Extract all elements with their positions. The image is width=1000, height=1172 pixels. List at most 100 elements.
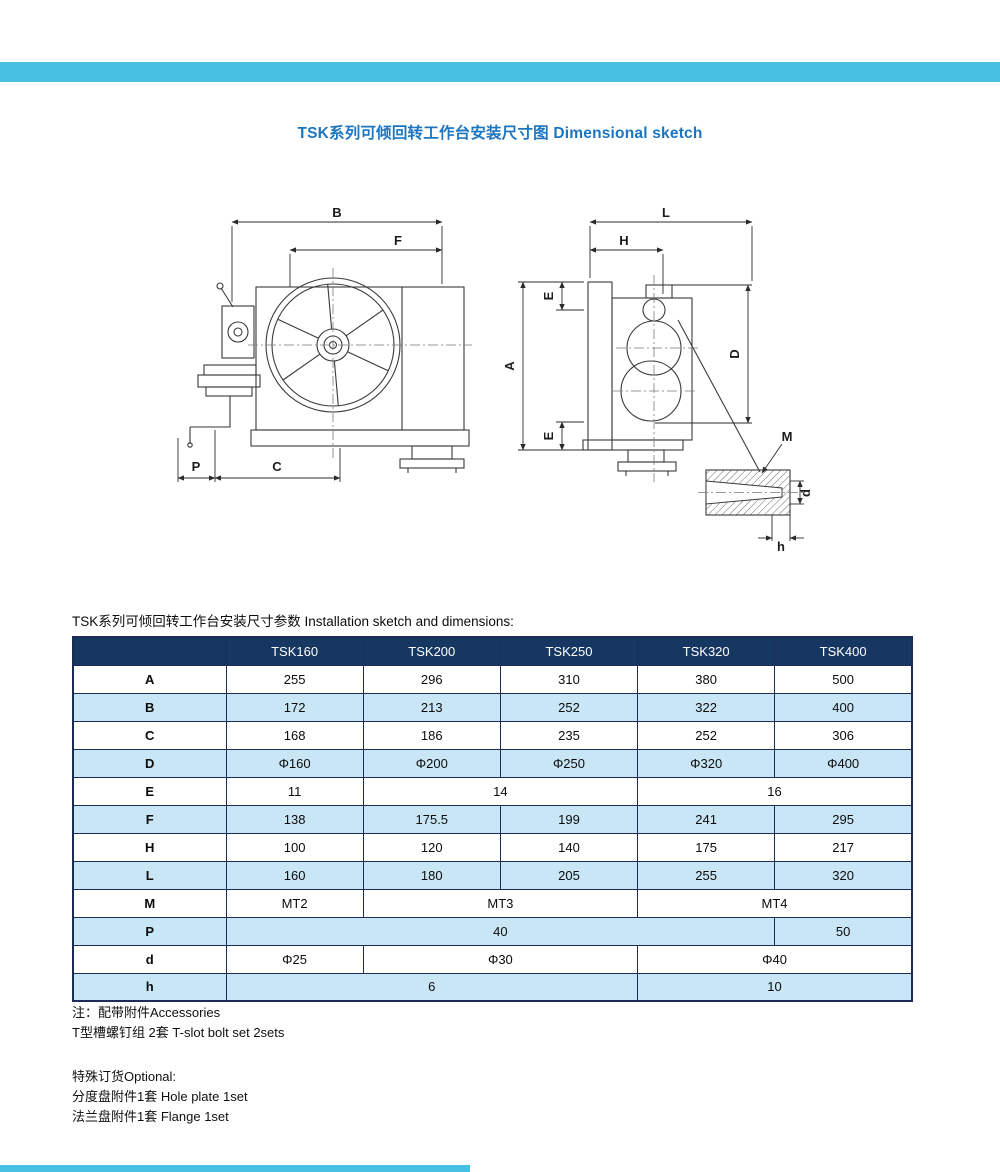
bottom-accent-bar (0, 1165, 470, 1172)
dim-value-cell: 500 (774, 664, 913, 694)
dim-value-cell: 11 (225, 776, 364, 806)
row-label-L: L (72, 860, 227, 890)
front-body (255, 286, 465, 431)
side-base (582, 439, 684, 476)
dim-label-e-bottom: E (541, 431, 556, 440)
dim-value-cell: 180 (362, 860, 501, 890)
handwheel (187, 282, 261, 448)
dim-label-f: F (394, 233, 402, 248)
row-label-F: F (72, 804, 227, 834)
dim-value-cell: 252 (637, 720, 776, 750)
taper-leader-line (677, 319, 761, 473)
dim-value-cell: 50 (774, 916, 913, 946)
dim-label-b: B (332, 205, 341, 220)
note-optional-item-2: 法兰盘附件1套 Flange 1set (72, 1109, 229, 1124)
dim-value-cell: 296 (362, 664, 501, 694)
column-header-tsk160: TSK160 (225, 636, 364, 666)
dim-value-cell: 400 (774, 692, 913, 722)
dim-value-cell: Φ320 (637, 748, 776, 778)
dim-value-cell: 310 (499, 664, 639, 694)
side-view-drawing (582, 281, 761, 476)
dim-value-cell: 175 (637, 832, 776, 862)
column-header-tsk400: TSK400 (774, 636, 913, 666)
dim-value-cell: 140 (499, 832, 639, 862)
note-optional-item-1: 分度盘附件1套 Hole plate 1set (72, 1089, 248, 1104)
dim-label-c: C (272, 459, 282, 474)
row-label-D: D (72, 748, 227, 778)
column-header-tsk200: TSK200 (362, 636, 501, 666)
table-caption: TSK系列可倾回转工作台安装尺寸参数 Installation sketch a… (72, 614, 514, 629)
dim-label-d-upper: D (727, 349, 742, 358)
dim-value-cell: Φ400 (774, 748, 913, 778)
row-label-M: M (72, 888, 227, 918)
dim-label-h-bottom: h (777, 539, 785, 554)
dim-value-cell: 160 (225, 860, 364, 890)
dim-value-cell: 255 (225, 664, 364, 694)
corner-cell (72, 636, 227, 666)
front-view-centerlines (248, 268, 472, 460)
notes-gap (72, 1043, 284, 1067)
dim-value-cell: 213 (362, 692, 501, 722)
dim-label-m: M (782, 429, 793, 444)
dim-value-cell: Φ40 (637, 944, 913, 974)
dimensional-sketch-svg: B F P C L H A E E D M d h (177, 205, 813, 554)
dim-value-cell: 199 (499, 804, 639, 834)
note-accessories-item: T型槽螺钉组 2套 T-slot bolt set 2sets (72, 1025, 285, 1040)
dim-value-cell: 235 (499, 720, 639, 750)
front-view-dimensions (177, 219, 443, 482)
dim-value-cell: 205 (499, 860, 639, 890)
dim-value-cell: 295 (774, 804, 913, 834)
dim-label-h-top: H (619, 233, 628, 248)
dim-value-cell: 217 (774, 832, 913, 862)
row-label-B: B (72, 692, 227, 722)
dim-value-cell: 175.5 (362, 804, 501, 834)
dim-label-l: L (662, 205, 670, 220)
dimensional-sketch: B F P C L H A E E D M d h (0, 190, 1000, 590)
dim-label-e-top: E (541, 291, 556, 300)
side-view-dimensions (518, 219, 783, 474)
dim-value-cell: 306 (774, 720, 913, 750)
dim-value-cell: 241 (637, 804, 776, 834)
dim-value-cell: MT3 (362, 888, 639, 918)
dim-value-cell: 40 (225, 916, 776, 946)
dim-value-cell: 10 (637, 972, 913, 1002)
row-label-C: C (72, 720, 227, 750)
dim-value-cell: 172 (225, 692, 364, 722)
row-label-d: d (72, 944, 227, 974)
dim-value-cell: MT2 (225, 888, 364, 918)
dim-value-cell: 380 (637, 664, 776, 694)
row-label-H: H (72, 832, 227, 862)
dim-value-cell: 16 (637, 776, 913, 806)
column-header-tsk320: TSK320 (637, 636, 776, 666)
row-label-A: A (72, 664, 227, 694)
row-label-P: P (72, 916, 227, 946)
dim-label-d-lower: d (798, 489, 813, 497)
dim-value-cell: Φ25 (225, 944, 364, 974)
side-table-plate (587, 281, 613, 451)
dim-value-cell: 186 (362, 720, 501, 750)
dim-value-cell: MT4 (637, 888, 913, 918)
dim-value-cell: 320 (774, 860, 913, 890)
dim-value-cell: 252 (499, 692, 639, 722)
page-title: TSK系列可倾回转工作台安装尺寸图 Dimensional sketch (297, 125, 703, 142)
dim-value-cell: Φ30 (362, 944, 639, 974)
dim-value-cell: Φ160 (225, 748, 364, 778)
taper-detail-drawing (698, 469, 806, 541)
dim-value-cell: 6 (225, 972, 639, 1002)
dim-value-cell: 168 (225, 720, 364, 750)
dim-value-cell: 14 (362, 776, 639, 806)
dim-label-a: A (502, 361, 517, 371)
dim-value-cell: 100 (225, 832, 364, 862)
